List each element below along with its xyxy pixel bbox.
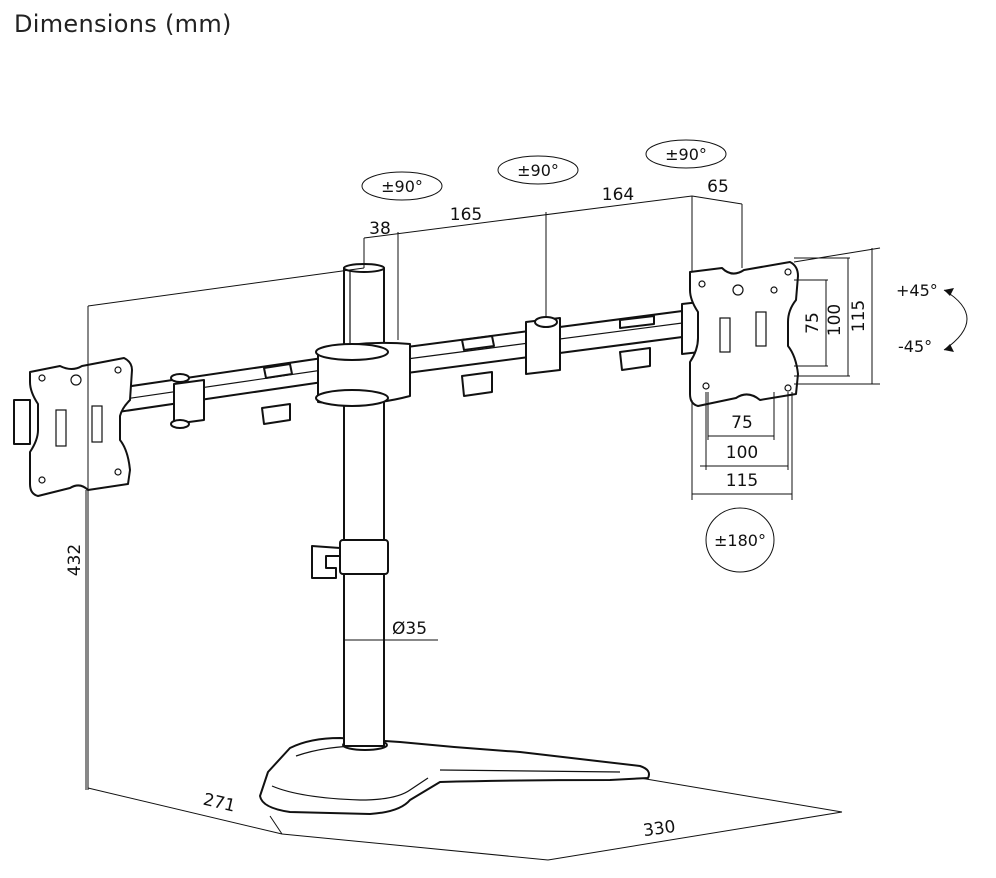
right-vesa-plate <box>689 261 799 407</box>
rotation-arrow-icon <box>497 155 579 185</box>
rotation-arrow-icon <box>361 171 443 201</box>
arm-assembly <box>117 301 701 429</box>
pole-diameter-label: Ø35 <box>392 619 427 639</box>
vesa-v-75-label: 75 <box>803 312 823 334</box>
left-arm-rotation-label: ±90° <box>381 177 423 196</box>
arm-segment-inner-label: 165 <box>450 205 482 225</box>
dimension-lines <box>85 195 881 861</box>
pole-offset-label: 38 <box>369 219 391 239</box>
pole <box>311 263 389 747</box>
rotation-labels: ±90° ±90° ±90° ±180° +45° -45° <box>381 145 938 550</box>
tilt-down-label: -45° <box>898 337 932 356</box>
page-title: Dimensions (mm) <box>14 10 232 38</box>
plate-depth-label: 65 <box>707 177 729 197</box>
vesa-rotation-label: ±180° <box>714 531 766 550</box>
height-label: 432 <box>65 544 85 576</box>
vesa-h-115-label: 115 <box>726 471 758 491</box>
arm-segment-outer-label: 164 <box>602 185 634 205</box>
right-arm-rotation-label: ±90° <box>665 145 707 164</box>
base-foot <box>259 737 650 815</box>
rotation-symbols <box>361 139 968 573</box>
vesa-v-115-label: 115 <box>849 300 869 332</box>
base-width-label: 330 <box>642 817 677 841</box>
vesa-h-100-label: 100 <box>726 443 758 463</box>
vesa-h-75-label: 75 <box>731 413 753 433</box>
rotation-arrow-icon <box>645 139 727 169</box>
tilt-arrow-icon <box>943 289 968 351</box>
base-depth-label: 271 <box>201 790 237 817</box>
tilt-up-label: +45° <box>896 281 938 300</box>
left-vesa-plate <box>13 357 133 497</box>
rotation-arrow-icon <box>705 507 775 573</box>
vesa-v-100-label: 100 <box>825 304 845 336</box>
middle-arm-rotation-label: ±90° <box>517 161 559 180</box>
